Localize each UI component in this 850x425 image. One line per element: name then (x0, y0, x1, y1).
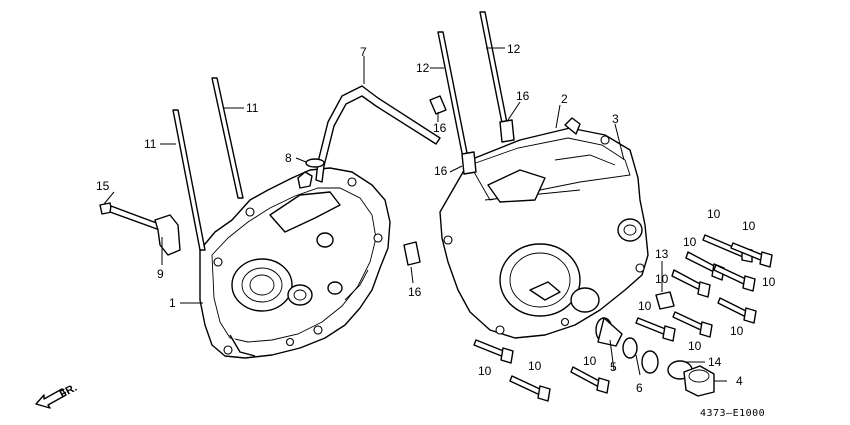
callout-10-j: 10 (528, 359, 542, 373)
front-direction-arrow: FR. (35, 382, 79, 409)
callout-10-g: 10 (688, 339, 702, 353)
callout-4: 4 (736, 374, 743, 388)
callout-10-b: 10 (742, 219, 756, 233)
callout-10-i: 10 (478, 364, 492, 378)
callout-10-f: 10 (730, 324, 744, 338)
callout-10-d: 10 (762, 275, 776, 289)
bolt-15-bracket-9 (99, 202, 181, 256)
seals-and-plug (595, 291, 715, 397)
callout-9: 9 (157, 267, 164, 281)
callout-13: 13 (655, 247, 669, 261)
callout-3: 3 (612, 112, 619, 126)
left-crankcase-half (199, 167, 391, 359)
callout-2: 2 (561, 92, 568, 106)
callout-1: 1 (169, 296, 176, 310)
stud-11-left (172, 109, 206, 251)
tube-clip (305, 158, 325, 168)
breather-tube (305, 85, 441, 183)
callout-8: 8 (285, 151, 292, 165)
dowel-pins (403, 95, 515, 266)
flange-bolts (473, 234, 773, 402)
callout-11-b: 11 (246, 101, 259, 115)
callout-16-b: 16 (516, 89, 530, 103)
callout-12-b: 12 (416, 61, 430, 75)
callout-12-a: 12 (507, 42, 521, 56)
callout-14: 14 (708, 355, 722, 369)
callout-labels: 1 2 3 4 5 6 7 8 9 10 10 10 10 10 10 10 1… (96, 42, 776, 395)
right-crankcase-half (439, 117, 649, 339)
callout-6: 6 (636, 381, 643, 395)
fr-label: FR. (58, 382, 79, 401)
callout-11-a: 11 (144, 137, 157, 151)
callout-15: 15 (96, 179, 110, 193)
callout-16-d: 16 (408, 285, 422, 299)
callout-10-c: 10 (683, 235, 697, 249)
arrow-icon (35, 388, 67, 409)
callout-16-c: 16 (434, 164, 448, 178)
leader-lines (103, 47, 727, 382)
callout-5: 5 (610, 360, 617, 374)
stud-11-right (211, 77, 244, 199)
callout-7: 7 (360, 45, 367, 59)
drawing-code: 4373–E1000 (700, 408, 765, 419)
stud-12-left (437, 31, 469, 159)
callout-10-h: 10 (583, 354, 597, 368)
callout-10-k: 10 (655, 272, 669, 286)
callout-10-a: 10 (707, 207, 721, 221)
stud-12-right (479, 11, 509, 129)
stud-bolts (172, 11, 509, 251)
callout-16-a: 16 (433, 121, 447, 135)
callout-10-e: 10 (638, 299, 652, 313)
